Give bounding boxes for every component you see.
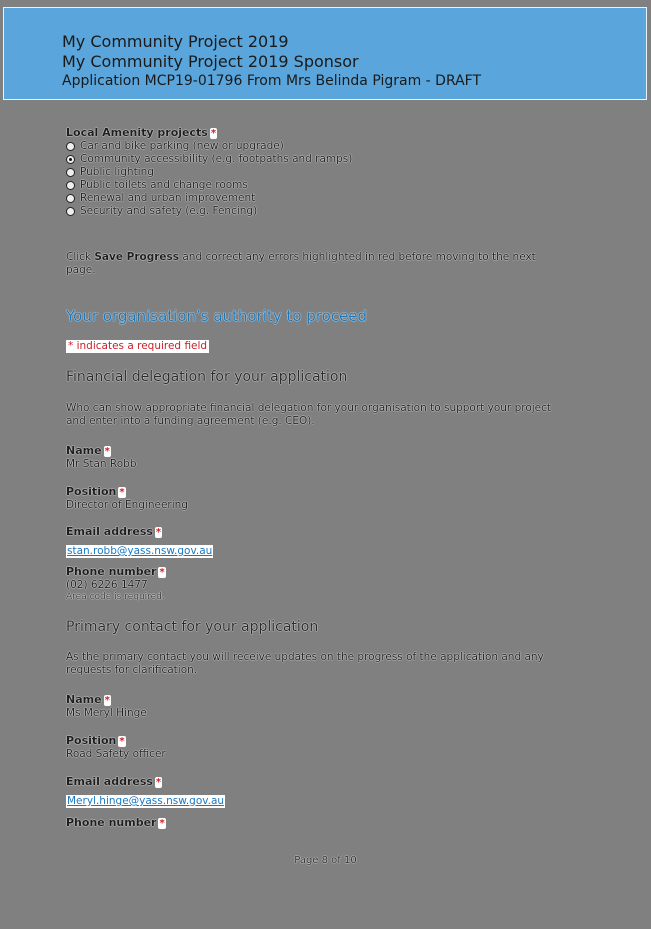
required-asterisk: * <box>158 567 166 578</box>
radio-unchecked-icon[interactable] <box>66 168 75 177</box>
required-asterisk: * <box>103 446 111 457</box>
contact-position-value: Road Safety officer <box>66 748 166 760</box>
header-text-block: My Community Project 2019 My Community P… <box>62 32 481 91</box>
required-asterisk: * <box>103 695 111 706</box>
radio-option-label: Public toilets and change rooms <box>80 179 248 191</box>
phone-area-code-hint: Area code is required. <box>66 592 165 602</box>
local-amenity-options: Car and bike parking (new or upgrade) Co… <box>66 140 566 218</box>
contact-email-link[interactable]: Meryl.hinge@yass.nsw.gov.au <box>66 795 226 808</box>
program-subtitle: My Community Project 2019 Sponsor <box>62 52 359 71</box>
page-number: Page 8 of 10 <box>294 855 357 866</box>
radio-option-public-lighting[interactable]: Public lighting <box>66 166 566 179</box>
required-asterisk: * <box>158 818 166 829</box>
radio-unchecked-icon[interactable] <box>66 181 75 190</box>
contact-position-label: Position <box>66 734 117 747</box>
radio-option-label: Public lighting <box>80 166 154 178</box>
delegate-position-field: Position* Director of Engineering <box>66 485 466 512</box>
radio-option-label: Security and safety (e.g. Fencing) <box>80 205 258 217</box>
required-asterisk: * <box>118 736 126 747</box>
required-field-note: * indicates a required field <box>66 340 210 353</box>
delegate-email-field: Email address* stan.robb@yass.nsw.gov.au <box>66 525 466 558</box>
delegate-position-value: Director of Engineering <box>66 499 188 511</box>
radio-option-label: Car and bike parking (new or upgrade) <box>80 140 284 152</box>
primary-contact-title: Primary contact for your application <box>66 619 319 635</box>
delegate-phone-field: Phone number* (02) 6226 1477 Area code i… <box>66 565 466 603</box>
save-progress-emphasis: Save Progress <box>94 251 180 263</box>
application-header <box>3 7 647 100</box>
save-progress-instruction: Click Save Progress and correct any erro… <box>66 251 536 276</box>
radio-option-community-accessibility[interactable]: Community accessibility (e.g. footpaths … <box>66 153 566 166</box>
delegate-email-link[interactable]: stan.robb@yass.nsw.gov.au <box>66 545 214 558</box>
contact-phone-field: Phone number* <box>66 816 466 830</box>
local-amenity-label: Local Amenity projects* <box>66 126 218 139</box>
radio-option-public-toilets[interactable]: Public toilets and change rooms <box>66 179 566 192</box>
radio-unchecked-icon[interactable] <box>66 207 75 216</box>
delegate-name-field: Name* Mr Stan Robb <box>66 444 466 471</box>
financial-delegation-description: Who can show appropriate financial deleg… <box>66 402 552 427</box>
contact-name-field: Name* Ms Meryl Hinge <box>66 693 466 720</box>
contact-name-label: Name <box>66 693 102 706</box>
delegate-name-value: Mr Stan Robb <box>66 458 137 470</box>
required-asterisk: * <box>154 527 163 538</box>
radio-option-label: Community accessibility (e.g. footpaths … <box>80 153 353 165</box>
primary-contact-description: As the primary contact you will receive … <box>66 651 544 676</box>
required-asterisk: * <box>209 128 218 139</box>
radio-option-renewal-urban[interactable]: Renewal and urban improvement <box>66 192 566 205</box>
required-asterisk: * <box>154 777 163 788</box>
delegate-name-label: Name <box>66 444 102 457</box>
delegate-phone-value: (02) 6226 1477 <box>66 579 148 591</box>
radio-checked-icon[interactable] <box>66 155 75 164</box>
delegate-email-label: Email address <box>66 525 153 538</box>
radio-option-car-bike-parking[interactable]: Car and bike parking (new or upgrade) <box>66 140 566 153</box>
delegate-phone-label: Phone number <box>66 565 157 578</box>
section-title: Your organisation’s authority to proceed <box>66 307 368 325</box>
radio-option-label: Renewal and urban improvement <box>80 192 256 204</box>
contact-name-value: Ms Meryl Hinge <box>66 707 147 719</box>
required-asterisk: * <box>118 487 126 498</box>
contact-phone-label: Phone number <box>66 816 157 829</box>
radio-option-security-safety[interactable]: Security and safety (e.g. Fencing) <box>66 205 566 218</box>
financial-delegation-title: Financial delegation for your applicatio… <box>66 369 348 385</box>
contact-email-label: Email address <box>66 775 153 788</box>
contact-email-field: Email address* Meryl.hinge@yass.nsw.gov.… <box>66 775 466 808</box>
radio-unchecked-icon[interactable] <box>66 194 75 203</box>
local-amenity-group: Local Amenity projects* Car and bike par… <box>66 126 566 218</box>
radio-unchecked-icon[interactable] <box>66 142 75 151</box>
application-reference: Application MCP19-01796 From Mrs Belinda… <box>62 73 482 89</box>
delegate-position-label: Position <box>66 485 117 498</box>
contact-position-field: Position* Road Safety officer <box>66 734 466 761</box>
program-title: My Community Project 2019 <box>62 32 289 51</box>
